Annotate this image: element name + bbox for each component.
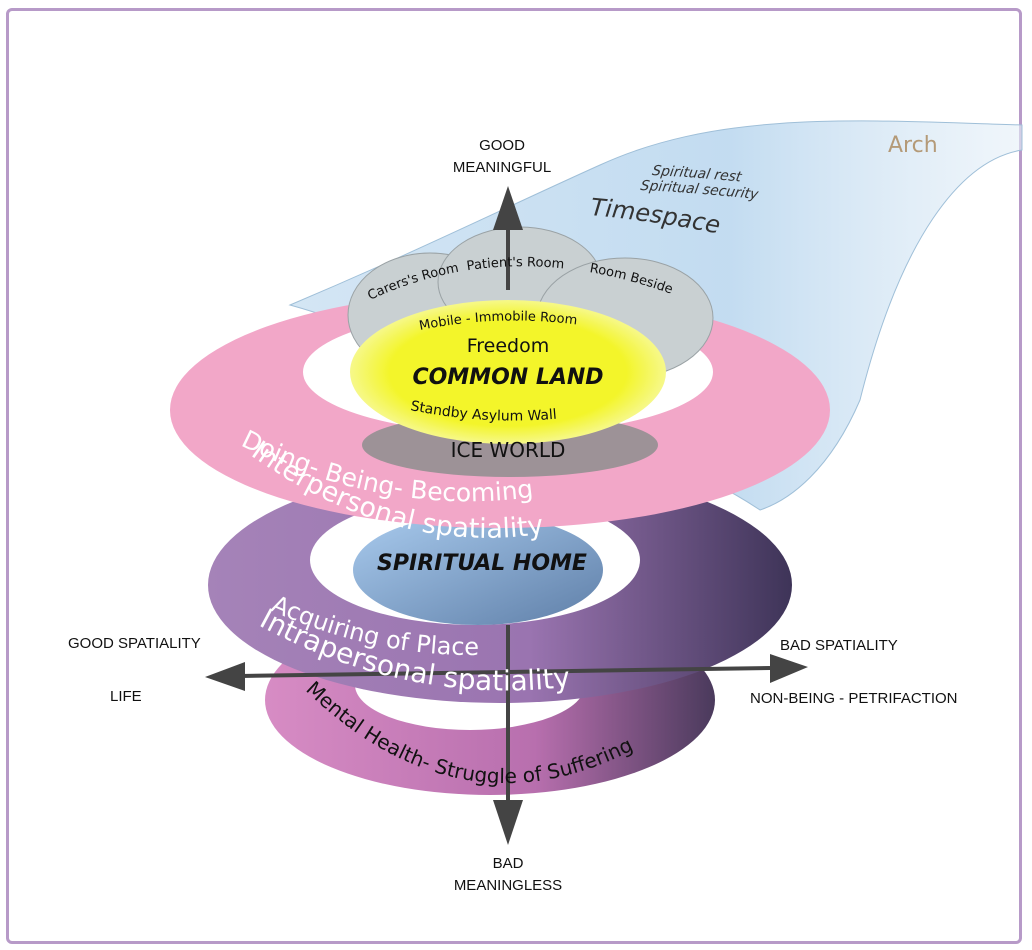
spiritual-home-disc [353,515,603,625]
axis-right-non-being: NON-BEING - PETRIFACTION [750,690,958,707]
axis-bottom-bad: BAD [493,855,524,872]
axis-top-meaningful: MEANINGFUL [453,159,551,176]
spiritual-rest-label: Spiritual rest [650,163,744,186]
axis-bottom-meaningless: MEANINGLESS [454,877,562,894]
spiritual-home-label: SPIRITUAL HOME [377,551,587,576]
common-land-label: COMMON LAND [412,365,603,390]
freedom-label: Freedom [467,335,550,357]
horizontal-axis [205,654,808,691]
ice-world-label: ICE WORLD [451,438,566,462]
intrapersonal-ring [208,467,792,703]
svg-text:Spiritual rest: Spiritual rest [650,163,744,186]
axis-right-bad-spatiality: BAD SPATIALITY [780,637,898,654]
vertical-axis [493,186,523,845]
arch-label: Arch [888,133,938,158]
axis-left-good-spatiality: GOOD SPATIALITY [68,635,201,652]
common-land-disc [350,300,666,444]
axis-top-good: GOOD [479,137,525,154]
axis-left-life: LIFE [110,688,142,705]
diagram-frame [6,8,1022,944]
